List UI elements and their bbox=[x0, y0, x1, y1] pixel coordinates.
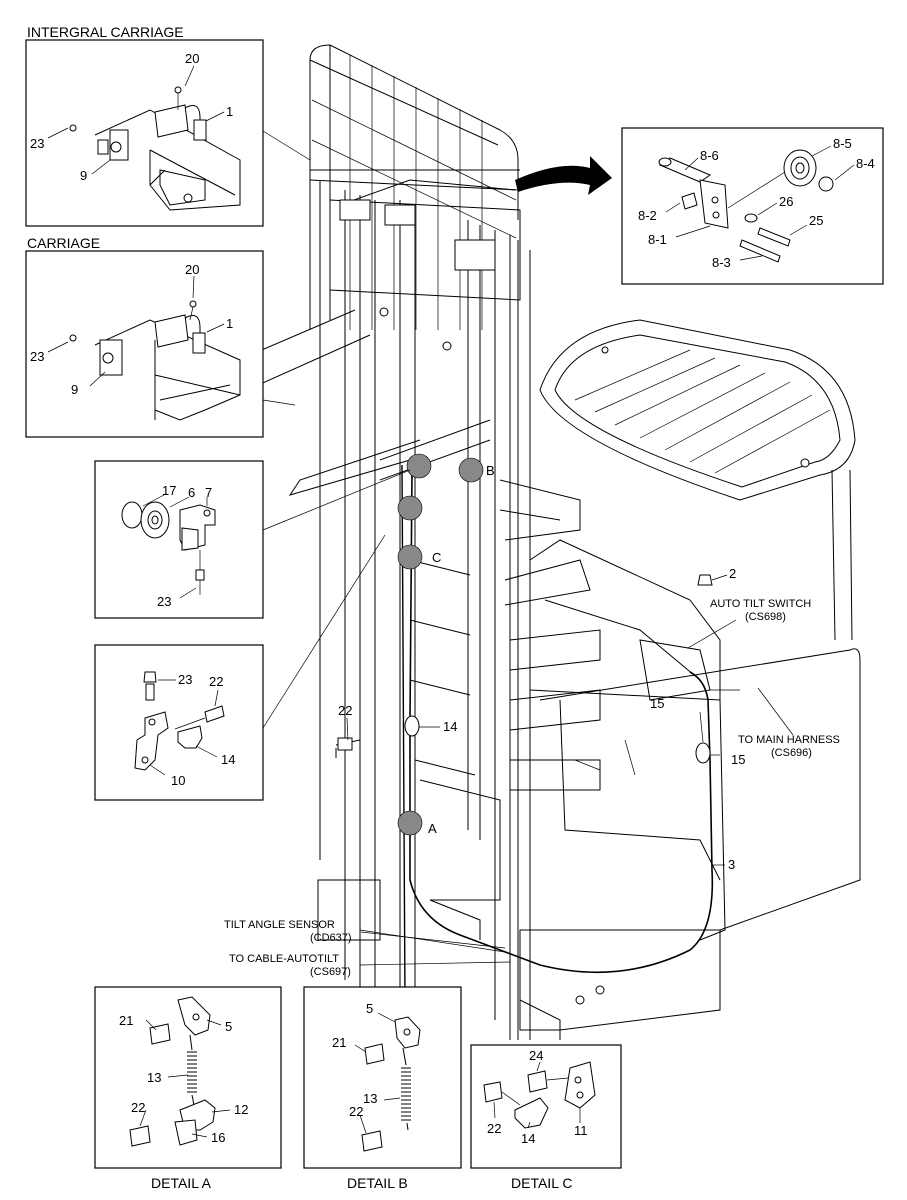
auto-tilt-switch-label: AUTO TILT SWITCH bbox=[710, 598, 811, 610]
bracket-label-22: 22 bbox=[209, 674, 223, 689]
detail-c-label-24: 24 bbox=[529, 1048, 543, 1063]
panel-pulley bbox=[621, 127, 884, 285]
detail-a-panel bbox=[94, 986, 282, 1169]
main-label-14: 14 bbox=[443, 719, 457, 734]
pulley-label-8-2: 8-2 bbox=[638, 208, 657, 223]
panel-bracket bbox=[94, 644, 264, 801]
carriage-label-1: 1 bbox=[226, 316, 233, 331]
cable-autotilt-code: (CS697) bbox=[310, 966, 351, 978]
detail-c-title: DETAIL C bbox=[511, 1175, 572, 1191]
integral-label-1: 1 bbox=[226, 104, 233, 119]
detail-a-title: DETAIL A bbox=[151, 1175, 212, 1191]
circle-label-a: A bbox=[428, 821, 437, 836]
integral-label-9: 9 bbox=[80, 168, 87, 183]
auto-tilt-switch-code: (CS698) bbox=[745, 611, 786, 623]
bracket-label-10: 10 bbox=[171, 773, 185, 788]
detail-a-label-16: 16 bbox=[211, 1130, 225, 1145]
detail-b-label-22: 22 bbox=[349, 1104, 363, 1119]
main-harness-label: TO MAIN HARNESS bbox=[738, 734, 840, 746]
integral-carriage-title: INTERGRAL CARRIAGE bbox=[27, 24, 184, 40]
panel-reel bbox=[94, 460, 264, 619]
pulley-label-8-5: 8-5 bbox=[833, 136, 852, 151]
labels: INTERGRAL CARRIAGE CARRIAGE 20 1 23 9 20… bbox=[27, 24, 875, 1191]
locator-circles bbox=[397, 453, 484, 836]
detail-c-label-14: 14 bbox=[521, 1131, 535, 1146]
integral-carriage-bracket bbox=[69, 86, 241, 211]
bracket-assembly bbox=[134, 671, 225, 771]
bracket-label-14: 14 bbox=[221, 752, 235, 767]
reel-assembly bbox=[121, 501, 216, 595]
detail-b-label-21: 21 bbox=[332, 1035, 346, 1050]
cable-autotilt-label: TO CABLE-AUTOTILT bbox=[229, 953, 339, 965]
pulley-label-8-1: 8-1 bbox=[648, 232, 667, 247]
detail-a-label-21: 21 bbox=[119, 1013, 133, 1028]
main-leaders bbox=[346, 574, 794, 866]
main-label-22: 22 bbox=[338, 703, 352, 718]
pulley-label-8-6: 8-6 bbox=[700, 148, 719, 163]
detail-b-title: DETAIL B bbox=[347, 1175, 408, 1191]
main-label-3: 3 bbox=[728, 857, 735, 872]
overhead-guard bbox=[539, 319, 856, 641]
tilt-angle-sensor-label: TILT ANGLE SENSOR bbox=[224, 919, 335, 931]
integral-label-20: 20 bbox=[185, 51, 199, 66]
mast-channels bbox=[317, 419, 601, 941]
truck-body bbox=[519, 539, 861, 1040]
pulley-label-8-4: 8-4 bbox=[856, 156, 875, 171]
detail-a-label-12: 12 bbox=[234, 1102, 248, 1117]
circle-label-b: B bbox=[486, 463, 495, 478]
main-label-2: 2 bbox=[729, 566, 736, 581]
pulley-label-26: 26 bbox=[779, 194, 793, 209]
detail-b-label-5: 5 bbox=[366, 1001, 373, 1016]
tilt-angle-sensor-code: (CD637) bbox=[310, 932, 352, 944]
reel-label-7: 7 bbox=[205, 485, 212, 500]
pulley-label-25: 25 bbox=[809, 213, 823, 228]
panel-carriage bbox=[25, 250, 264, 438]
detail-c-label-11: 11 bbox=[574, 1123, 588, 1138]
main-harness-code: (CS696) bbox=[771, 747, 812, 759]
detail-a-label-13: 13 bbox=[147, 1070, 161, 1085]
main-assembly bbox=[163, 44, 861, 1040]
detail-arrow bbox=[515, 156, 612, 195]
reel-label-17: 17 bbox=[162, 483, 176, 498]
bracket-label-23: 23 bbox=[178, 672, 192, 687]
main-label-15-lower: 15 bbox=[731, 752, 745, 767]
panel-integral-carriage bbox=[25, 39, 264, 227]
main-label-15-upper: 15 bbox=[650, 696, 664, 711]
leader-lines bbox=[262, 130, 511, 966]
detail-c-label-22: 22 bbox=[487, 1121, 501, 1136]
detail-c-assembly bbox=[483, 1061, 596, 1129]
detail-a-label-22: 22 bbox=[131, 1100, 145, 1115]
carriage-title: CARRIAGE bbox=[27, 235, 100, 251]
reel-label-6: 6 bbox=[188, 485, 195, 500]
detail-b-panel bbox=[303, 986, 462, 1169]
carriage-label-23: 23 bbox=[30, 349, 44, 364]
carriage-label-20: 20 bbox=[185, 262, 199, 277]
detail-b-assembly bbox=[361, 1016, 421, 1152]
integral-label-23: 23 bbox=[30, 136, 44, 151]
pulley-label-8-3: 8-3 bbox=[712, 255, 731, 270]
mast-guard-frame bbox=[309, 44, 531, 1040]
carriage-bracket bbox=[69, 300, 241, 421]
detail-a-label-5: 5 bbox=[225, 1019, 232, 1034]
detail-c-panel bbox=[470, 1044, 622, 1169]
main-clamps bbox=[335, 574, 713, 764]
carriage-label-9: 9 bbox=[71, 382, 78, 397]
circle-label-c: C bbox=[432, 550, 441, 565]
detail-b-label-13: 13 bbox=[363, 1091, 377, 1106]
pulley-assembly bbox=[658, 149, 834, 263]
reel-label-23: 23 bbox=[157, 594, 171, 609]
